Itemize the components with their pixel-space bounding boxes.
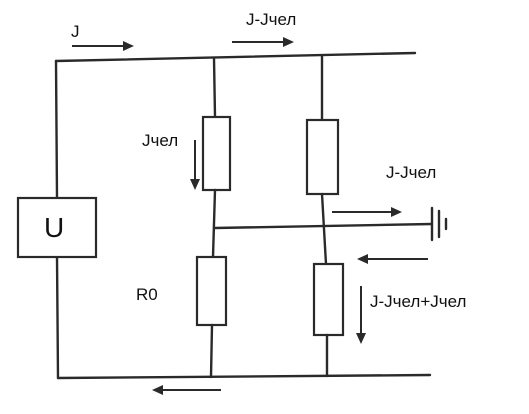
arrow-right-icon [332, 207, 402, 217]
arrow-left-icon [152, 385, 221, 395]
current-label-top-right: J-Jчел [246, 10, 296, 29]
top-rail [54, 51, 417, 63]
ground-icon [430, 206, 448, 242]
current-label-j: J [71, 22, 80, 41]
arrow-down-icon [356, 286, 366, 344]
right-lower-resistor [312, 262, 345, 337]
mid-wire-bottom [209, 323, 214, 379]
r0-resistor [195, 255, 228, 327]
right-wire-center [320, 192, 328, 266]
arrow-right-icon [232, 37, 294, 47]
arrow-right-icon [72, 41, 134, 51]
mid-wire-top [212, 56, 217, 119]
r0-label: R0 [136, 285, 158, 304]
mid-wire-center [211, 188, 217, 259]
voltage-source-box [16, 196, 98, 259]
current-label-ground: J-Jчел [386, 163, 436, 182]
voltage-source-label: U [44, 212, 64, 243]
current-label-lower-right: J-Jчел+Jчел [370, 292, 466, 311]
bottom-rail [56, 373, 432, 380]
body-resistor [201, 115, 232, 192]
arrow-down-icon [190, 140, 200, 190]
current-label-body: Jчел [142, 131, 178, 150]
left-wire-upper [54, 59, 59, 200]
left-wire-lower [55, 255, 60, 380]
right-upper-resistor [305, 118, 340, 196]
arrow-left-icon [357, 254, 428, 264]
